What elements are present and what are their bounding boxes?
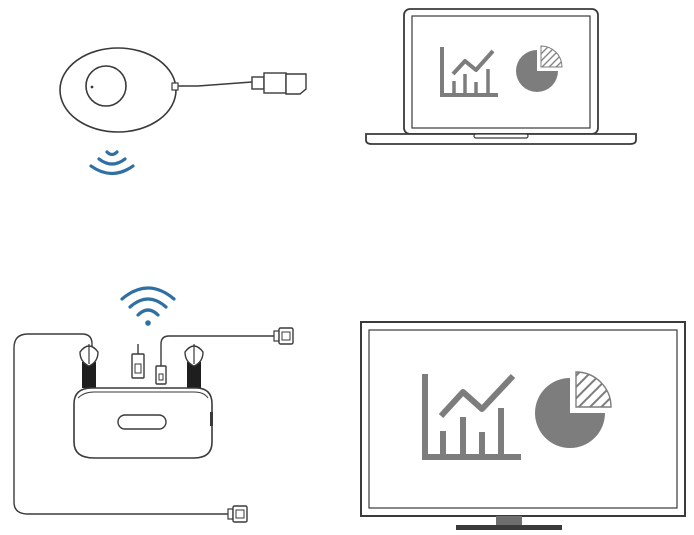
usb-plug-icon [131,344,145,379]
line-chart-icon [422,373,521,460]
monitor-screen [368,329,678,509]
monitor-foot [456,525,562,530]
laptop-screen [411,15,591,129]
micro-usb-plug-icon [155,356,167,385]
receiver-status-slot [117,414,167,430]
line-chart-icon [440,47,498,97]
hdmi-plug-icon [251,72,307,95]
antenna-icon [184,344,204,388]
transmitter-cable [174,81,253,87]
pie-chart-icon [535,371,612,448]
wireless-signal-icon [89,150,135,176]
monitor-icon [360,321,686,530]
antenna-icon [79,344,99,388]
usb-plug-icon [227,505,248,523]
pie-chart-icon [516,45,563,92]
usb-cable-long [13,333,228,515]
receiver [13,286,294,523]
receiver-box-icon [73,387,213,459]
monitor-neck [496,516,522,525]
transmitter [59,47,307,176]
usb-cable-short [160,335,274,356]
laptop-icon [365,8,637,145]
transmitter-button-icon[interactable] [85,65,127,107]
usb-plug-icon [273,327,294,345]
wifi-icon [120,286,176,326]
laptop-base [365,133,637,145]
